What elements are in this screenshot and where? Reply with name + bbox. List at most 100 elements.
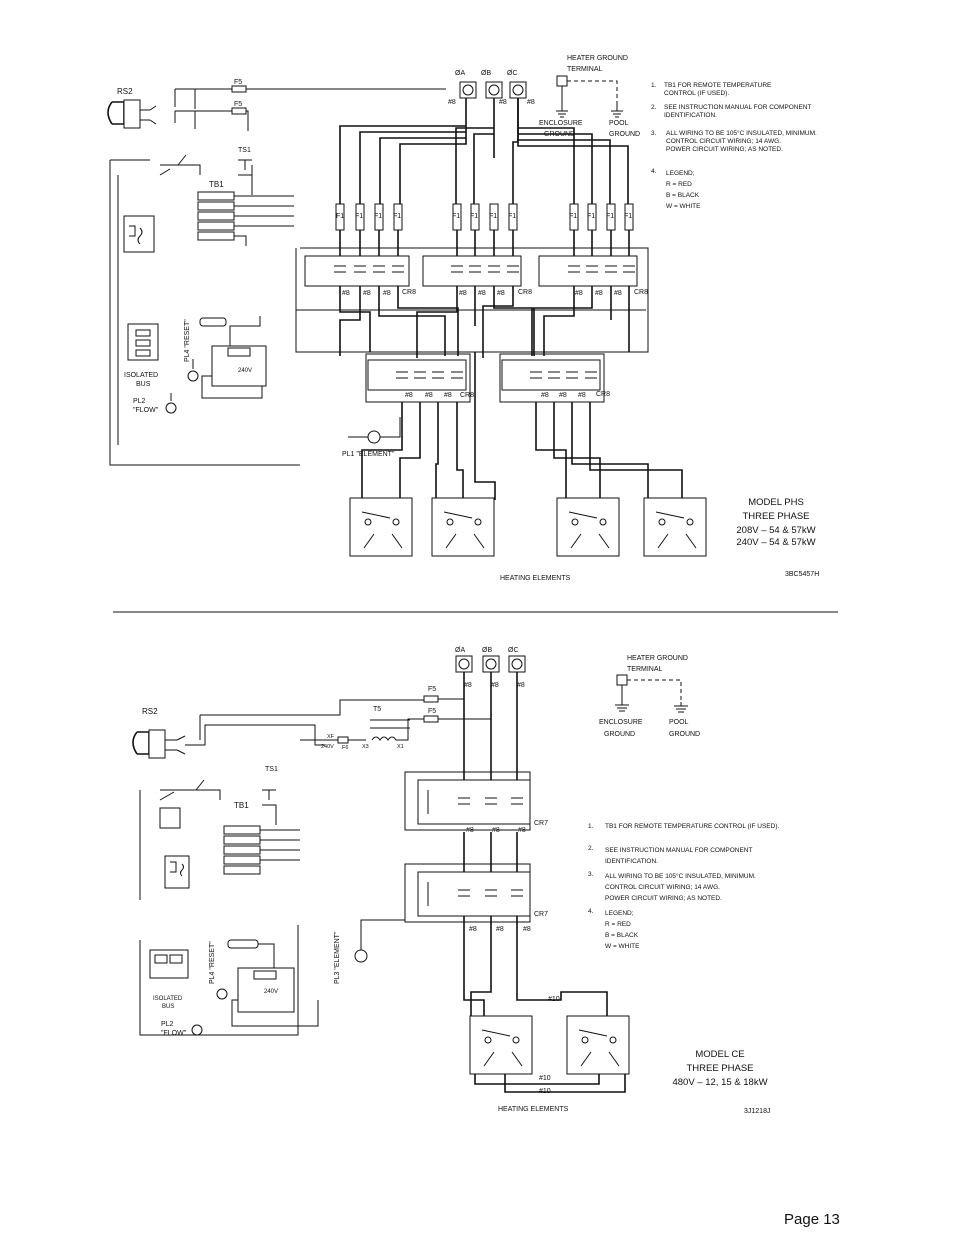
bottom-diagram xyxy=(132,655,688,1093)
top-f1-5: F1 xyxy=(452,213,461,220)
top-l-g1: #8 xyxy=(405,392,413,399)
bottom-flow-label: "FLOW" xyxy=(161,1030,187,1037)
bottom-model-rating: 480V – 12, 15 & 18kW xyxy=(672,1077,768,1088)
bottom-enclosure-ground-label: GROUND xyxy=(604,731,636,738)
top-u-g7: #8 xyxy=(575,290,583,297)
bottom-gauge10-2: #10 xyxy=(539,1075,551,1082)
bottom-u-g3: #8 xyxy=(518,827,526,834)
bottom-heating-elements xyxy=(469,1015,630,1075)
top-f1-7: F1 xyxy=(489,213,498,220)
top-240v-label: 240V xyxy=(238,368,253,374)
bottom-gauge-b: #8 xyxy=(491,682,499,689)
top-phase-c-label: ØC xyxy=(507,70,518,77)
top-pl2-label: PL2 xyxy=(133,398,146,405)
top-heater-ground-label: HEATER GROUND xyxy=(567,55,628,62)
bottom-phase-a-label: ØA xyxy=(455,647,466,654)
bottom-phase-b-label: ØB xyxy=(482,647,493,654)
top-f1-1: F1 xyxy=(336,213,345,220)
top-model-rating-240: 240V – 54 & 57kW xyxy=(736,537,816,548)
top-u-g3: #8 xyxy=(383,290,391,297)
bottom-gauge10-1: #10 xyxy=(548,996,560,1003)
bottom-ts1-label: TS1 xyxy=(265,766,278,773)
top-f5b-label: F5 xyxy=(234,101,243,108)
top-cr8-5: CR8 xyxy=(596,391,611,398)
bottom-xf-label: XF xyxy=(327,734,335,740)
bottom-x1-label: X1 xyxy=(397,744,404,750)
top-flow-label: "FLOW" xyxy=(133,407,159,414)
bottom-heater-ground-label: HEATER GROUND xyxy=(627,655,688,662)
top-f5a-label: F5 xyxy=(234,79,243,86)
top-tb1-label: TB1 xyxy=(209,180,224,189)
bottom-cr7-contactors xyxy=(417,779,531,917)
top-l-g5: #8 xyxy=(559,392,567,399)
top-f1-fuses xyxy=(335,203,634,231)
top-rs2-label: RS2 xyxy=(117,87,133,96)
top-phase-a-label: ØA xyxy=(455,70,466,77)
top-pl4-reset-label: PL4 "RESET" xyxy=(184,319,191,362)
bottom-pool-label: POOL xyxy=(669,719,689,726)
top-isolated-label: ISOLATED xyxy=(124,372,159,379)
top-pool-label: POOL xyxy=(609,120,629,127)
bottom-gauge-a: #8 xyxy=(464,682,472,689)
bottom-u-g1: #8 xyxy=(466,827,474,834)
top-l-g4: #8 xyxy=(541,392,549,399)
top-diagram xyxy=(107,75,707,557)
top-l-g3: #8 xyxy=(444,392,452,399)
top-f1-9: F1 xyxy=(569,213,578,220)
top-f1-6: F1 xyxy=(470,213,479,220)
top-enclosure-label: ENCLOSURE xyxy=(539,120,583,127)
bottom-phase-c-label: ØC xyxy=(508,647,519,654)
top-l-g2: #8 xyxy=(425,392,433,399)
bottom-cr7-1: CR7 xyxy=(534,820,549,827)
bottom-model-phase: THREE PHASE xyxy=(686,1063,754,1074)
top-u-g1: #8 xyxy=(342,290,350,297)
top-model-rating-208: 208V – 54 & 57kW xyxy=(736,525,816,536)
bottom-f5a-label: F5 xyxy=(428,686,437,693)
top-note-4-num: 4. xyxy=(651,168,657,175)
bottom-cr7-2: CR7 xyxy=(534,911,549,918)
top-ts1-label: TS1 xyxy=(238,147,251,154)
top-phase-b-label: ØB xyxy=(481,70,492,77)
top-terminal-label: TERMINAL xyxy=(567,66,603,73)
bottom-note-2-num: 2. xyxy=(588,845,594,852)
bottom-u-g2: #8 xyxy=(492,827,500,834)
bottom-note-4-text: LEGEND; R = RED B = BLACK W = WHITE xyxy=(605,910,640,950)
top-cr8-upper xyxy=(304,255,638,287)
bottom-l-g2: #8 xyxy=(496,926,504,933)
top-model-phase: THREE PHASE xyxy=(742,511,810,522)
top-u-g8: #8 xyxy=(595,290,603,297)
top-f1-10: F1 xyxy=(587,213,596,220)
top-note-1-text: TB1 FOR REMOTE TEMPERATURE CONTROL (IF U… xyxy=(664,82,772,97)
top-u-g5: #8 xyxy=(478,290,486,297)
bottom-pl3-element-label: PL3 "ELEMENT" xyxy=(334,931,341,984)
top-u-g4: #8 xyxy=(459,290,467,297)
top-cr8-1: CR8 xyxy=(402,289,417,296)
top-u-g9: #8 xyxy=(614,290,622,297)
bottom-l-g3: #8 xyxy=(523,926,531,933)
top-heating-elements-label: HEATING ELEMENTS xyxy=(500,575,571,582)
bottom-note-1-text: TB1 FOR REMOTE TEMPERATURE CONTROL (IF U… xyxy=(605,823,780,830)
bottom-enclosure-label: ENCLOSURE xyxy=(599,719,643,726)
bottom-drawing-number: 3J1218J xyxy=(744,1108,771,1115)
bottom-240v-label: 240V xyxy=(264,989,279,995)
top-bus-label: BUS xyxy=(136,381,151,388)
bottom-heating-elements-label: HEATING ELEMENTS xyxy=(498,1106,569,1113)
bottom-f6-label: F6 xyxy=(342,745,349,751)
top-u-g2: #8 xyxy=(363,290,371,297)
bottom-tb1-label: TB1 xyxy=(234,801,249,810)
top-f1-4: F1 xyxy=(393,213,402,220)
top-pl1-element-label: PL1 "ELEMENT" xyxy=(342,451,395,458)
bottom-t5-240v-label: 240V xyxy=(321,744,334,750)
bottom-model-name: MODEL CE xyxy=(695,1049,745,1060)
bottom-note-4-num: 4. xyxy=(588,908,594,915)
top-pool-ground-label: GROUND xyxy=(609,131,641,138)
bottom-terminal-label: TERMINAL xyxy=(627,666,663,673)
top-cr8-2: CR8 xyxy=(518,289,533,296)
top-gauge-b: #8 xyxy=(499,99,507,106)
bottom-note-1-num: 1. xyxy=(588,823,594,830)
top-note-4-text: LEGEND; R = RED B = BLACK W = WHITE xyxy=(666,170,701,210)
bottom-bus-label: BUS xyxy=(162,1004,175,1010)
top-f1-3: F1 xyxy=(374,213,383,220)
bottom-pl4-reset-label: PL4 "RESET" xyxy=(209,941,216,984)
top-note-3-num: 3. xyxy=(651,130,657,137)
